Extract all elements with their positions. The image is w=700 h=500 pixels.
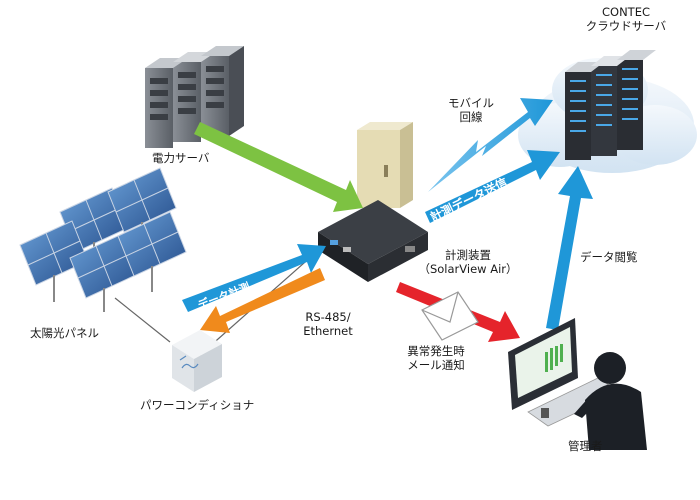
- mail-alert-label: 異常発生時 メール通知: [386, 344, 486, 372]
- measurement-device-name: 計測装置: [445, 248, 491, 262]
- solar-panel-label: 太陽光パネル: [30, 326, 99, 340]
- cloud-server-label: クラウドサーバ: [585, 19, 667, 33]
- data-view-label: データ閲覧: [580, 250, 638, 264]
- cloud-server-icon: [565, 50, 656, 160]
- mail-notify-label: メール通知: [407, 358, 465, 372]
- ethernet-label: Ethernet: [303, 324, 353, 338]
- contec-cloud-label: CONTEC クラウドサーバ: [580, 5, 672, 33]
- administrator-label: 管理者: [568, 439, 603, 453]
- rs485-label: RS-485/: [305, 310, 351, 324]
- administrator-icon: [574, 352, 647, 450]
- measurement-device-label: 計測装置 （SolarView Air）: [408, 248, 528, 276]
- mobile-line-bolt-icon: [428, 98, 553, 192]
- rs485-ethernet-label: RS-485/ Ethernet: [290, 310, 366, 338]
- solar-panel-icon: [19, 167, 187, 312]
- power-conditioner-icon: [172, 330, 222, 392]
- output-control-data-arrow: [194, 122, 363, 212]
- line-label: 回線: [459, 110, 483, 124]
- data-measurement-arrow: [182, 244, 326, 312]
- measurement-device-icon: [318, 200, 428, 282]
- mobile-label: モバイル: [448, 96, 494, 110]
- power-server-icon: [145, 46, 244, 148]
- cabinet-icon: [357, 122, 413, 208]
- contec-label: CONTEC: [601, 5, 650, 19]
- measurement-data-send-arrow: [425, 150, 560, 223]
- mobile-line-label: モバイル 回線: [436, 96, 506, 124]
- data-view-arrow: [546, 166, 593, 330]
- measurement-device-model: （SolarView Air）: [418, 262, 518, 276]
- output-control-arrow: [200, 268, 325, 333]
- power-server-label: 電力サーバ: [152, 151, 210, 165]
- envelope-icon: [421, 291, 479, 341]
- power-conditioner-label: パワーコンディショナ: [140, 398, 255, 412]
- alert-label: 異常発生時: [407, 344, 465, 358]
